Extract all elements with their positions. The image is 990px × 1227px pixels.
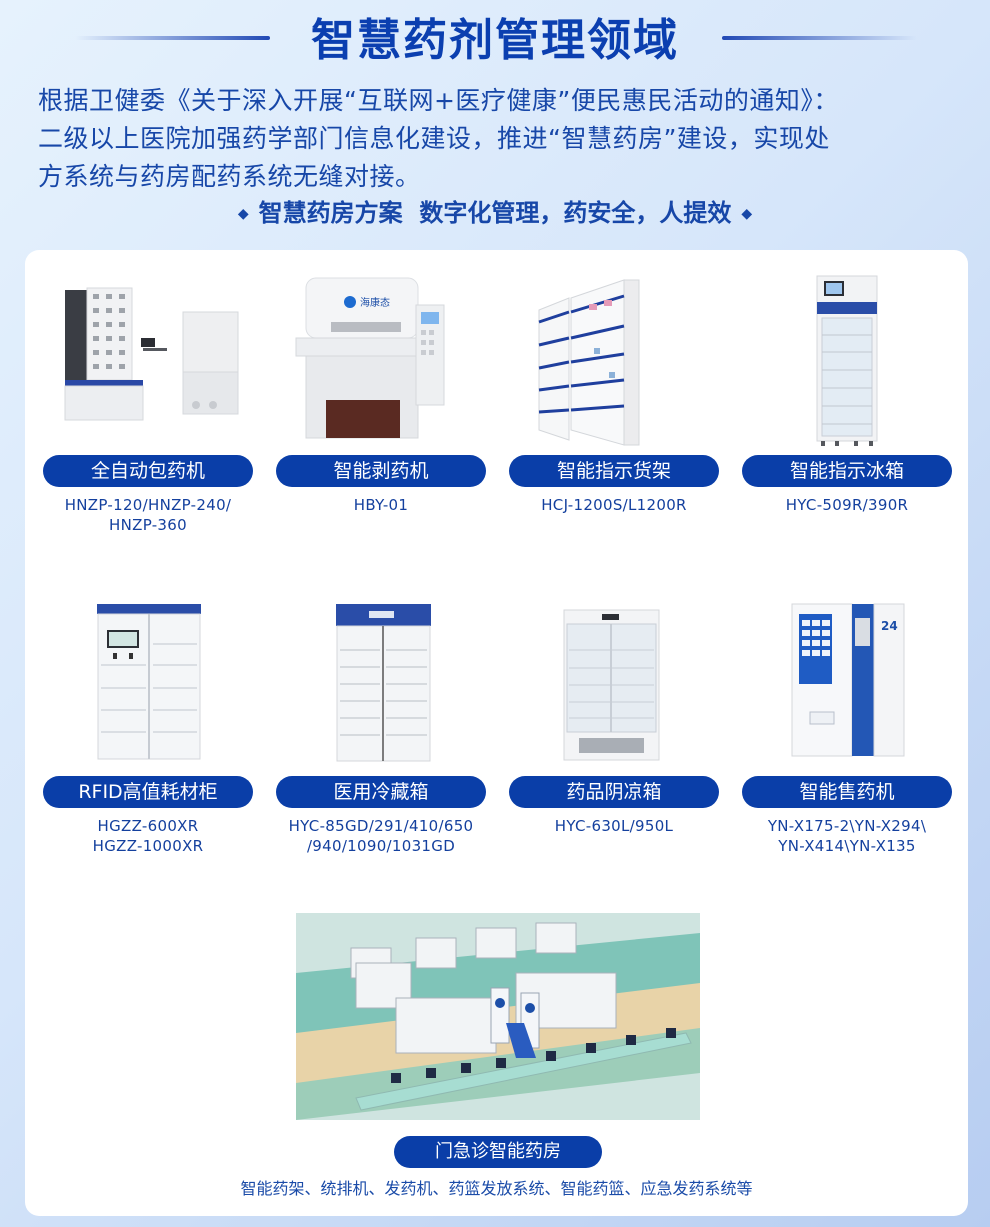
product-model: HNZP-120/HNZP-240/ HNZP-360 <box>64 496 232 534</box>
product-item[interactable]: 智能指示货架 HCJ-1200S/L1200R <box>509 260 719 515</box>
product-item[interactable]: 智能指示冰箱 HYC-509R/390R <box>742 260 952 515</box>
product-image-cool-cabinet <box>509 590 719 776</box>
product-name-pill[interactable]: 智能售药机 <box>742 776 952 808</box>
pharmacy-layout-image <box>296 913 700 1120</box>
slogan: ◆ 智慧药房方案 数字化管理，药安全，人提效 ◆ <box>0 193 990 228</box>
product-name-pill[interactable]: 药品阴凉箱 <box>509 776 719 808</box>
diamond-bullet-icon: ◆ <box>741 206 753 222</box>
title-row: 智慧药剂管理领域 <box>0 6 990 66</box>
product-model: YN-X175-2\YN-X294\ YN-X414\YN-X135 <box>767 817 927 855</box>
product-image-medical-refrigerator <box>276 590 486 776</box>
pharmacy-name-pill[interactable]: 门急诊智能药房 <box>394 1136 602 1168</box>
title-decoration-line-right <box>722 36 917 40</box>
product-item[interactable]: 全自动包药机 HNZP-120/HNZP-240/ HNZP-360 <box>43 260 253 535</box>
product-name-pill[interactable]: 智能剥药机 <box>276 455 486 487</box>
product-model: HYC-630L/950L <box>554 817 674 835</box>
product-model: HGZZ-600XR HGZZ-1000XR <box>92 817 204 855</box>
product-model: HCJ-1200S/L1200R <box>541 496 687 514</box>
intro-line: 根据卫健委《关于深入开展“互联网+医疗健康”便民惠民活动的通知》： <box>38 86 839 115</box>
product-model: HYC-509R/390R <box>785 496 909 514</box>
product-name-pill[interactable]: 智能指示冰箱 <box>742 455 952 487</box>
product-image-indicator-fridge <box>742 260 952 455</box>
product-item[interactable]: 24 智能售药机 YN-X175-2\YN-X294\ YN-X414\YN-X… <box>742 590 952 856</box>
product-image-indicator-shelf <box>509 260 719 455</box>
product-name-pill[interactable]: 医用冷藏箱 <box>276 776 486 808</box>
svg-text:24: 24 <box>881 619 898 633</box>
product-item[interactable]: RFID高值耗材柜 HGZZ-600XR HGZZ-1000XR <box>43 590 253 856</box>
title-decoration-line-left <box>75 36 270 40</box>
product-name-pill[interactable]: RFID高值耗材柜 <box>43 776 253 808</box>
product-image-vending-machine: 24 <box>742 590 952 776</box>
pharmacy-description: 智能药架、统排机、发药机、药篮发放系统、智能药篮、应急发药系统等 <box>240 1179 753 1198</box>
slogan-text: 智慧药房方案 数字化管理，药安全，人提效 <box>258 199 732 227</box>
page-title: 智慧药剂管理领域 <box>311 15 679 66</box>
intro-line: 二级以上医院加强药学部门信息化建设，推进“智慧药房”建设，实现处 <box>38 124 830 153</box>
product-image-automatic-packing-machine <box>43 260 253 455</box>
svg-text:海康态: 海康态 <box>360 296 390 309</box>
product-item[interactable]: 医用冷藏箱 HYC-85GD/291/410/650 /940/1090/103… <box>276 590 486 856</box>
product-image-pill-stripping-machine: 海康态 <box>276 260 486 455</box>
product-model: HBY-01 <box>353 496 409 514</box>
product-image-rfid-cabinet <box>43 590 253 776</box>
product-model: HYC-85GD/291/410/650 /940/1090/1031GD <box>288 817 474 855</box>
product-card: 全自动包药机 HNZP-120/HNZP-240/ HNZP-360 海康态 <box>25 250 968 1216</box>
product-name-pill[interactable]: 全自动包药机 <box>43 455 253 487</box>
intro-line: 方系统与药房配药系统无缝对接。 <box>38 162 421 191</box>
product-name-pill[interactable]: 智能指示货架 <box>509 455 719 487</box>
intro-paragraph: 根据卫健委《关于深入开展“互联网+医疗健康”便民惠民活动的通知》： 二级以上医院… <box>38 82 968 196</box>
product-item[interactable]: 药品阴凉箱 HYC-630L/950L <box>509 590 719 836</box>
product-item[interactable]: 海康态 智能剥药机 HBY-01 <box>276 260 486 515</box>
diamond-bullet-icon: ◆ <box>237 206 249 222</box>
